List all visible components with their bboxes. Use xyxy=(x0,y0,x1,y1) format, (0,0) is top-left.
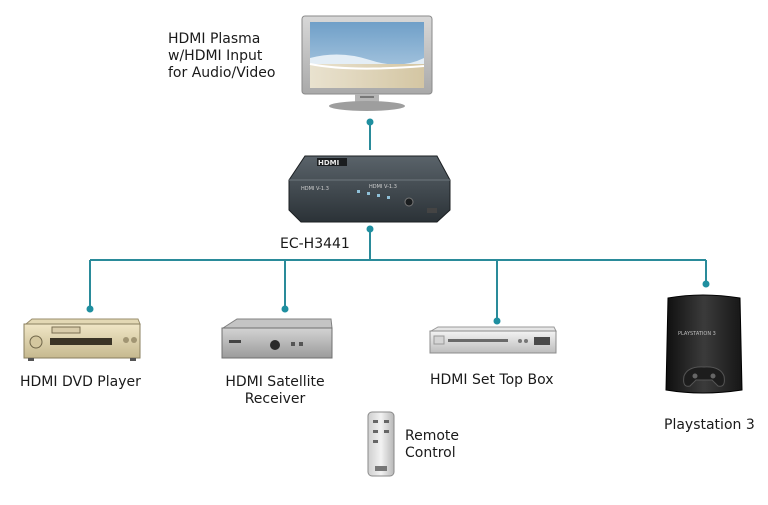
satellite-connector-dot xyxy=(281,305,289,313)
dvd-label: HDMI DVD Player xyxy=(20,374,141,390)
satellite-receiver-image xyxy=(221,318,333,359)
playstation-3-image: PLAYSTATION 3 xyxy=(665,294,743,394)
remote-label: Remote Control xyxy=(405,428,460,461)
switch-connector-dot xyxy=(366,225,374,233)
dvd-connector-dot xyxy=(86,305,94,313)
dvd-player-image xyxy=(23,318,141,361)
playstation-3-label: Playstation 3 xyxy=(664,417,755,433)
tv-connector-dot xyxy=(366,118,374,126)
tv-label: HDMI Plasma w/HDMI Input for Audio/Video xyxy=(168,31,276,81)
set-top-box-label: HDMI Set Top Box xyxy=(430,372,554,388)
satellite-label: HDMI Satellite Receiver xyxy=(225,374,325,407)
switch-logo-text: HDMI xyxy=(318,159,339,167)
switch-face-text-left: HDMI V-1.3 xyxy=(301,186,329,192)
switch-label: EC-H3441 xyxy=(280,236,350,252)
ps3-connector-dot xyxy=(702,280,710,288)
hdmi-switch-image: HDMI HDMI V-1.3 HDMI V-1.3 xyxy=(288,155,451,223)
ps3-brand-text: PLAYSTATION 3 xyxy=(678,331,716,337)
remote-control-image xyxy=(367,411,395,477)
switch-face-text-right: HDMI V-1.3 xyxy=(369,184,397,190)
plasma-tv-image xyxy=(301,15,433,111)
settop-connector-dot xyxy=(493,317,501,325)
set-top-box-image xyxy=(429,326,557,354)
